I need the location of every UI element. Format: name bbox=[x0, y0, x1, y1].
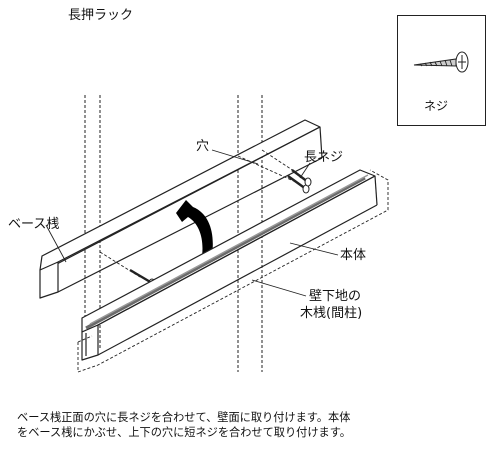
caption-line-1: ベース桟正面の穴に長ネジを合わせて、壁面に取り付けます。本体 bbox=[17, 411, 351, 424]
label-stud-line1: 壁下地の bbox=[309, 289, 362, 304]
label-hole: 穴 bbox=[196, 139, 210, 154]
label-base-rail: ベース桟 bbox=[8, 217, 60, 232]
page-title: 長押ラック bbox=[68, 8, 134, 23]
wall-stud-right bbox=[237, 95, 263, 372]
label-body: 本体 bbox=[340, 248, 367, 263]
base-rail bbox=[39, 119, 323, 299]
label-long-screw: 長ネジ bbox=[304, 150, 344, 165]
caption-line-2: をベース桟にかぶせ、上下の穴に短ネジを合わせて取り付けます。 bbox=[17, 426, 351, 439]
leader-lines bbox=[45, 149, 339, 297]
screw-inset-label: ネジ bbox=[424, 99, 449, 113]
rack-body bbox=[81, 169, 378, 361]
instruction-caption: ベース桟正面の穴に長ネジを合わせて、壁面に取り付けます。本体 をベース桟にかぶせ… bbox=[17, 410, 495, 440]
label-stud-line2: 木桟(間柱) bbox=[300, 306, 363, 321]
long-screw-right bbox=[287, 169, 312, 194]
wall-stud-left bbox=[84, 95, 101, 350]
screw-inset-box bbox=[397, 15, 486, 126]
rotate-arrow-icon bbox=[176, 200, 213, 256]
body-outline bbox=[77, 169, 389, 373]
screw-icon bbox=[413, 51, 469, 73]
